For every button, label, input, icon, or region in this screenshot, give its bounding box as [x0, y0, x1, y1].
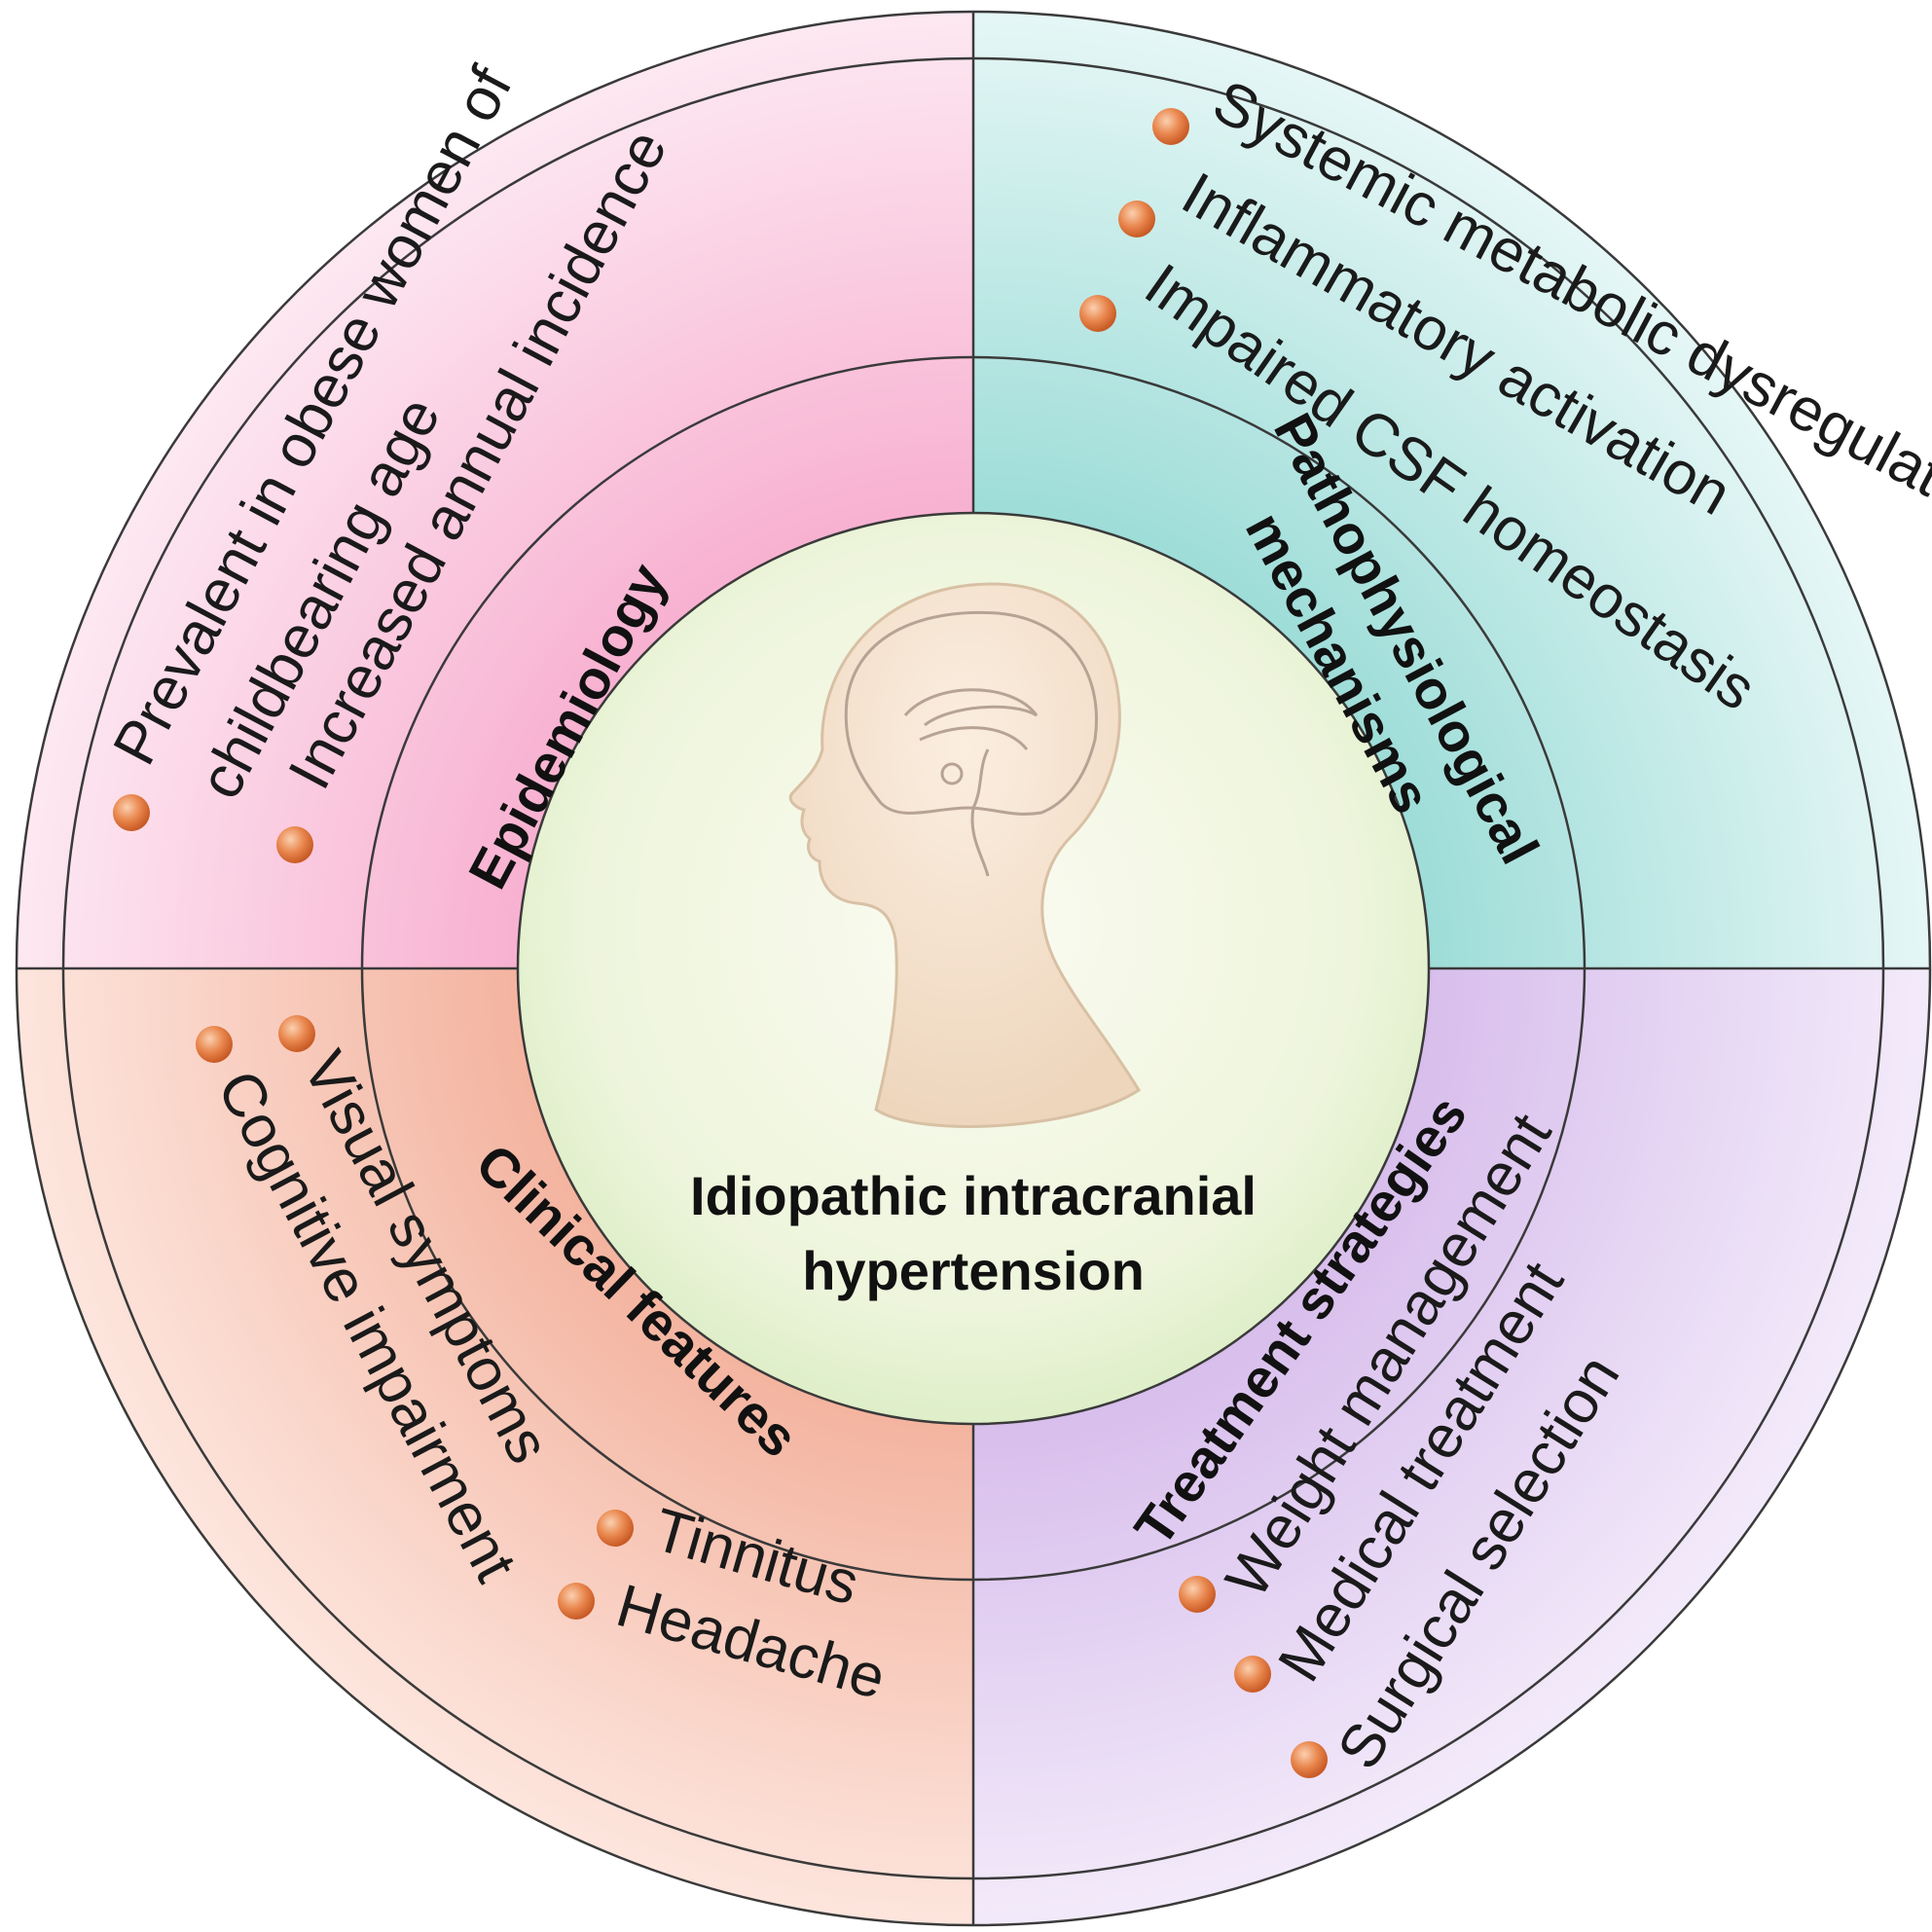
human-head-brain-icon — [788, 582, 1142, 1128]
clinical-bullet-1 — [278, 1015, 315, 1052]
center-title-line1: Idiopathic intracranial — [690, 1165, 1257, 1226]
pathophysiology-bullet-1 — [1152, 108, 1189, 145]
pathophysiology-bullet-2 — [1118, 200, 1155, 237]
treatment-bullet-1 — [1179, 1576, 1216, 1613]
clinical-bullet-2 — [196, 1026, 233, 1063]
center-title-line2: hypertension — [802, 1240, 1145, 1301]
treatment-bullet-2 — [1234, 1656, 1271, 1693]
clinical-bullet-3 — [597, 1510, 634, 1547]
pathophysiology-bullet-3 — [1079, 295, 1116, 332]
epidemiology-bullet-2 — [276, 826, 313, 863]
epidemiology-bullet-1 — [113, 794, 150, 831]
clinical-bullet-4 — [558, 1583, 595, 1620]
treatment-bullet-3 — [1291, 1741, 1328, 1778]
